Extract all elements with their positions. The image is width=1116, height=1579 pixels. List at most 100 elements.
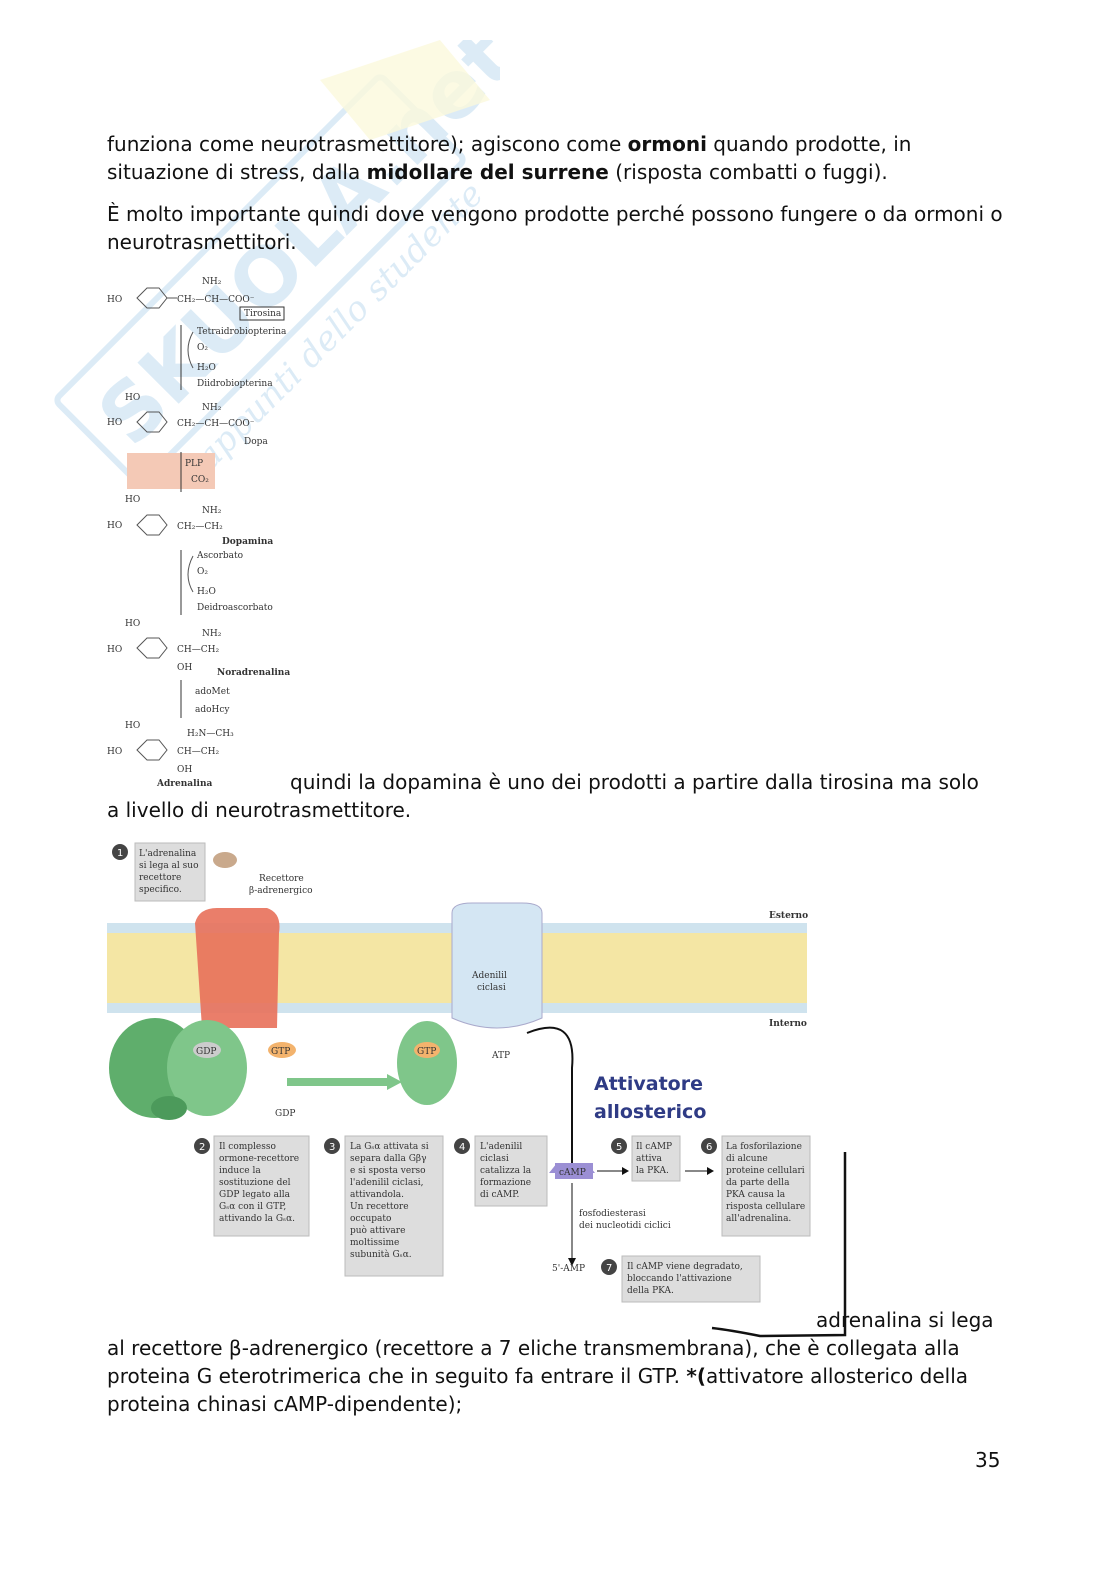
paragraph-produzione: È molto importante quindi dove vengono p… — [107, 202, 1003, 254]
label-adrenalina: Adrenalina — [156, 779, 213, 789]
svg-text:3: 3 — [329, 1142, 335, 1153]
svg-text:subunità Gₛα.: subunità Gₛα. — [350, 1249, 412, 1260]
svg-text:Adenilil: Adenilil — [471, 971, 507, 981]
adrenergic-signaling-diagram: Esterno Interno 1 L'adrenalina si lega a… — [107, 842, 811, 1303]
svg-text:Ascorbato: Ascorbato — [196, 551, 243, 561]
svg-text:L'adrenalina: L'adrenalina — [139, 849, 197, 859]
svg-text:recettore: recettore — [139, 873, 181, 883]
catecholamine-pathway-figure: HO CH₂—CH—COO⁻ NH₂ Tirosina Tetraidrobio… — [107, 277, 290, 789]
svg-text:7: 7 — [606, 1263, 612, 1274]
svg-text:O₂: O₂ — [197, 567, 208, 577]
svg-text:5'-AMP: 5'-AMP — [552, 1264, 585, 1274]
page-number: 35 — [975, 1448, 1001, 1472]
svg-text:OH: OH — [177, 663, 192, 673]
svg-text:Il cAMP viene degradato,: Il cAMP viene degradato, — [627, 1262, 743, 1272]
svg-text:2: 2 — [199, 1142, 205, 1153]
svg-text:specifico.: specifico. — [139, 885, 182, 895]
svg-text:dei nucleotidi ciclici: dei nucleotidi ciclici — [579, 1221, 671, 1231]
svg-text:H₂O: H₂O — [197, 587, 216, 597]
svg-text:Un recettore: Un recettore — [350, 1202, 409, 1212]
svg-text:fosfodiesterasi: fosfodiesterasi — [579, 1209, 646, 1219]
svg-text:formazione: formazione — [480, 1178, 531, 1188]
label-allosterico: allosterico — [594, 1101, 706, 1123]
svg-text:ciclasi: ciclasi — [480, 1154, 509, 1164]
svg-text:NH₂: NH₂ — [202, 403, 222, 413]
svg-text:CH—CH₂: CH—CH₂ — [177, 747, 219, 757]
svg-text:La fosforilazione: La fosforilazione — [726, 1142, 802, 1152]
svg-text:HO: HO — [107, 418, 122, 428]
svg-text:l'adenilil ciclasi,: l'adenilil ciclasi, — [350, 1178, 424, 1188]
svg-text:PLP: PLP — [185, 459, 203, 469]
svg-text:Il cAMP: Il cAMP — [636, 1142, 672, 1152]
svg-text:CH₂—CH₂: CH₂—CH₂ — [177, 522, 223, 532]
svg-text:induce la: induce la — [219, 1166, 261, 1176]
svg-text:4: 4 — [459, 1142, 465, 1153]
label-attivatore: Attivatore — [594, 1073, 703, 1095]
svg-text:adoHcy: adoHcy — [195, 705, 230, 715]
svg-text:di alcune: di alcune — [726, 1154, 768, 1164]
svg-text:HO: HO — [107, 521, 122, 531]
svg-text:ciclasi: ciclasi — [477, 983, 506, 993]
svg-text:cAMP: cAMP — [559, 1168, 586, 1178]
svg-text:GDP legato alla: GDP legato alla — [219, 1190, 291, 1200]
svg-text:e si sposta verso: e si sposta verso — [350, 1166, 426, 1176]
svg-text:può attivare: può attivare — [350, 1225, 405, 1236]
paragraph-dopamina-line1: quindi la dopamina è uno dei prodotti a … — [290, 770, 979, 794]
svg-text:HO: HO — [107, 645, 122, 655]
svg-text:HO: HO — [107, 295, 122, 305]
svg-text:CH₂—CH—COO⁻: CH₂—CH—COO⁻ — [177, 419, 255, 429]
svg-text:Tetraidrobiopterina: Tetraidrobiopterina — [197, 327, 287, 337]
svg-text:Deidroascorbato: Deidroascorbato — [197, 603, 273, 613]
svg-text:la PKA.: la PKA. — [636, 1166, 669, 1176]
svg-text:HO: HO — [125, 619, 140, 629]
svg-text:si lega al suo: si lega al suo — [139, 861, 199, 871]
svg-text:PKA causa la: PKA causa la — [726, 1190, 786, 1200]
svg-text:H₂O: H₂O — [197, 363, 216, 373]
label-tirosina: Tirosina — [244, 309, 282, 319]
svg-text:1: 1 — [117, 848, 123, 859]
svg-text:NH₂: NH₂ — [202, 277, 222, 287]
svg-text:attivando la Gₛα.: attivando la Gₛα. — [219, 1214, 295, 1224]
paragraph-dopamina-line2: a livello di neurotrasmettitore. — [107, 798, 412, 822]
svg-text:di cAMP.: di cAMP. — [480, 1190, 519, 1200]
label-interno: Interno — [769, 1019, 807, 1029]
beta-receptor-shape — [195, 908, 280, 1028]
svg-text:CH—CH₂: CH—CH₂ — [177, 645, 219, 655]
paragraph-adrenalina-body: al recettore β-adrenergico (recettore a … — [107, 1336, 969, 1416]
svg-text:GTP: GTP — [417, 1047, 436, 1057]
svg-text:ATP: ATP — [491, 1051, 510, 1061]
svg-text:5: 5 — [616, 1142, 622, 1153]
paragraph-adrenalina-line1: adrenalina si lega — [816, 1308, 994, 1332]
svg-text:separa dalla Gβγ: separa dalla Gβγ — [350, 1154, 426, 1164]
svg-text:L'adenilil: L'adenilil — [480, 1142, 522, 1152]
svg-text:6: 6 — [706, 1142, 712, 1153]
svg-text:moltissime: moltissime — [350, 1238, 399, 1248]
svg-text:Gₛα con il GTP,: Gₛα con il GTP, — [219, 1202, 286, 1212]
svg-text:proteine cellulari: proteine cellulari — [726, 1166, 805, 1176]
svg-text:CO₂: CO₂ — [191, 475, 209, 485]
svg-text:OH: OH — [177, 765, 192, 775]
svg-text:della PKA.: della PKA. — [627, 1286, 674, 1296]
svg-text:attivandola.: attivandola. — [350, 1190, 404, 1200]
label-esterno: Esterno — [769, 911, 808, 921]
svg-text:GTP: GTP — [271, 1047, 290, 1057]
svg-text:da parte della: da parte della — [726, 1178, 790, 1188]
svg-text:adoMet: adoMet — [195, 687, 230, 697]
paragraph-ormoni: funziona come neurotrasmettitore); agisc… — [107, 132, 912, 184]
svg-text:HO: HO — [125, 721, 140, 731]
svg-text:ormone-recettore: ormone-recettore — [219, 1154, 299, 1164]
svg-text:Recettore: Recettore — [259, 874, 304, 884]
svg-text:HO: HO — [125, 393, 140, 403]
svg-text:O₂: O₂ — [197, 343, 208, 353]
annotation-bracket — [711, 1152, 847, 1338]
svg-text:risposta cellulare: risposta cellulare — [726, 1202, 805, 1212]
watermark-logo: SKUOLA.net appunti dello studente — [54, 40, 500, 486]
label-dopamina: Dopamina — [222, 537, 273, 547]
svg-text:NH₂: NH₂ — [202, 506, 222, 516]
svg-text:β-adrenergico: β-adrenergico — [249, 886, 313, 896]
svg-text:GDP: GDP — [275, 1109, 295, 1119]
svg-text:La Gₛα attivata si: La Gₛα attivata si — [350, 1142, 429, 1152]
svg-text:attiva: attiva — [636, 1154, 663, 1164]
svg-text:Diidrobiopterina: Diidrobiopterina — [197, 379, 273, 389]
svg-text:HO: HO — [107, 747, 122, 757]
